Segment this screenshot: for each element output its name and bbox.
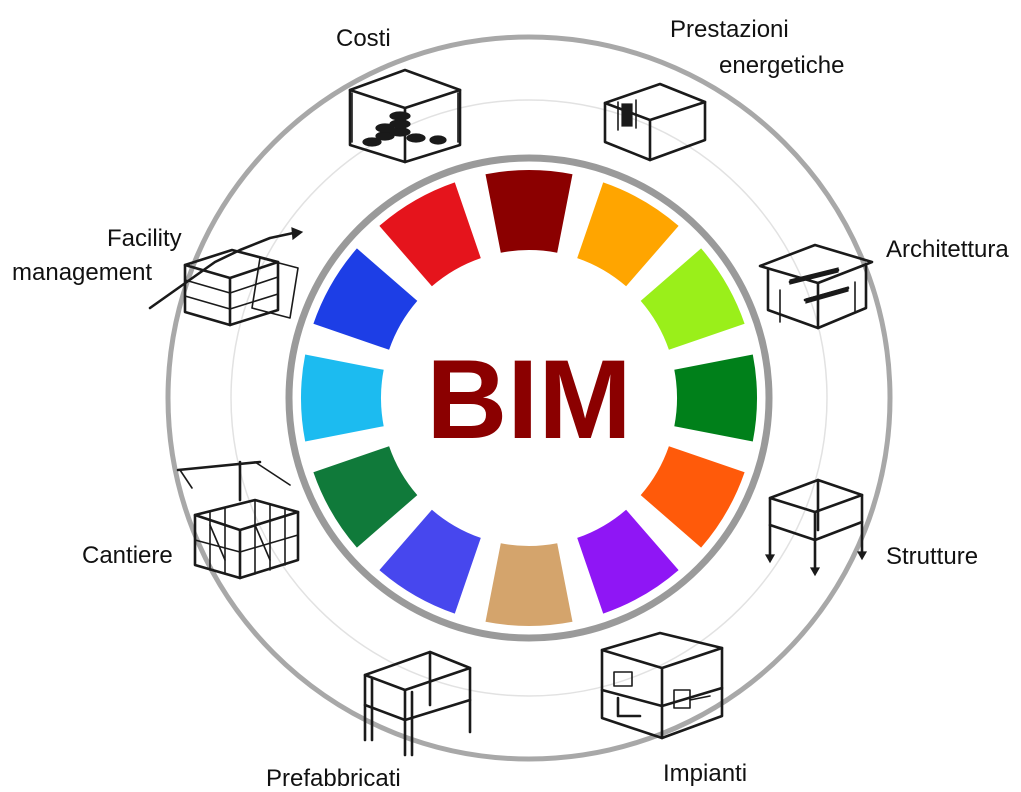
costs-sketch-icon [348, 68, 462, 164]
label-costi: Costi [336, 25, 391, 52]
label-facility-line1: Facility [107, 225, 182, 252]
color-segment [577, 509, 679, 614]
plant-systems-sketch-icon [600, 631, 724, 740]
label-prestazioni-line2: energetiche [719, 52, 844, 79]
label-strutture: Strutture [886, 543, 978, 570]
color-segment [301, 354, 384, 442]
label-cantiere: Cantiere [82, 542, 173, 569]
label-impianti: Impianti [663, 760, 747, 787]
color-segment [485, 170, 573, 253]
facility-management-sketch-icon [148, 227, 304, 327]
construction-site-sketch-icon [176, 460, 300, 580]
color-segment [379, 509, 481, 614]
color-segments [301, 170, 757, 626]
color-segment [640, 446, 745, 548]
color-segment [577, 182, 679, 287]
outer-ring [165, 34, 893, 762]
color-segment [379, 182, 481, 287]
center-title: BIM [426, 337, 631, 462]
label-prestazioni-line1: Prestazioni [670, 16, 789, 43]
energy-performance-sketch-icon [603, 82, 707, 162]
label-prefabbricati: Prefabbricati [266, 765, 401, 792]
color-segment [313, 248, 418, 350]
inner-ring [285, 154, 773, 642]
architecture-sketch-icon [758, 243, 874, 330]
structures-sketch-icon [764, 478, 868, 577]
label-architettura: Architettura [886, 236, 1009, 263]
prefab-sketch-icon [363, 650, 472, 757]
color-segment [313, 446, 418, 548]
color-segment [640, 248, 745, 350]
label-facility-line2: management [12, 259, 152, 286]
color-segment [674, 354, 757, 442]
color-segment [485, 543, 573, 626]
faint-ring [230, 99, 828, 697]
